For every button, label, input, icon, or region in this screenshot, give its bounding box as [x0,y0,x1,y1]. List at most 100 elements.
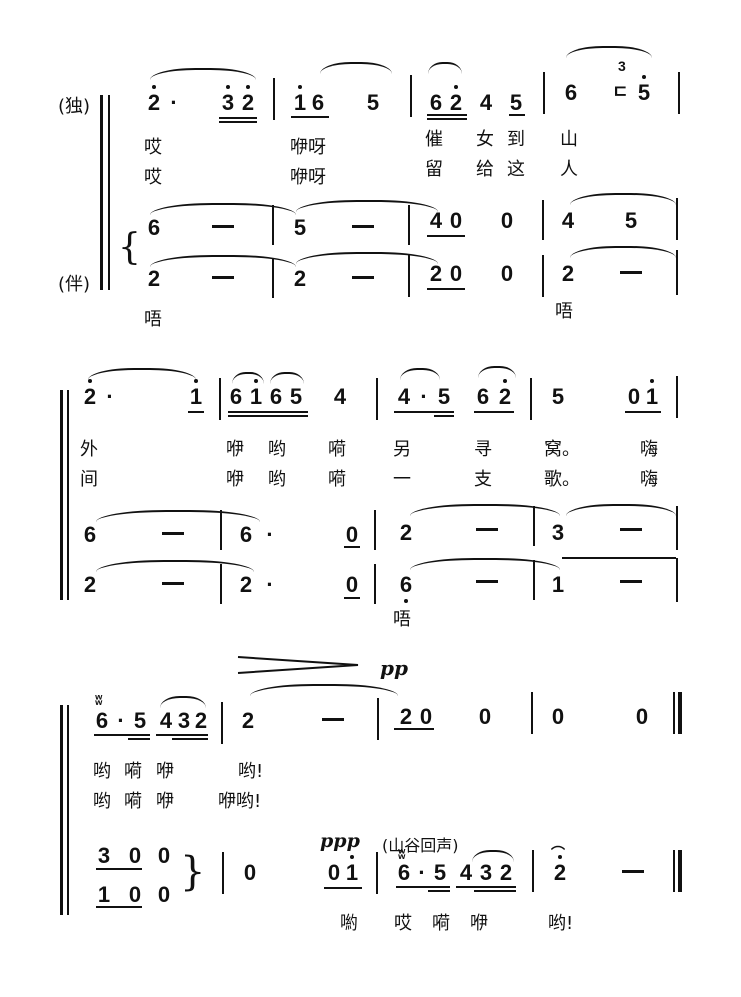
note: 0 [478,704,492,729]
underline [474,890,516,892]
final-barline [678,692,682,734]
lyric: 唔 [393,609,411,630]
underline [188,411,204,413]
closing-brace: } [180,849,206,895]
note: 2 [194,708,208,733]
note: 1 [189,379,203,409]
underline [474,411,514,413]
lyric: 咿呀 [290,167,326,188]
note: 0 [551,704,565,729]
lyric: 支 [474,469,492,490]
underline [96,868,142,870]
lyric: 哟 [268,439,286,460]
underline [344,546,360,548]
final-barline [673,692,675,734]
note: 0 [635,704,649,729]
note: 2 [83,572,97,597]
note: 2 [239,572,253,597]
underline [509,114,525,116]
lyric: 山 [560,129,578,150]
note: 5 [551,384,565,409]
barline [676,250,678,295]
note: 2 [83,379,97,409]
extension-dash [476,528,498,531]
note: 2 [499,860,513,885]
mordent-icon: ʬ [95,692,103,708]
underline [396,886,450,888]
note: 0 [157,882,171,907]
underline [94,734,150,736]
note: 0 [500,261,514,286]
dynamic-pp: pp [380,656,408,680]
extension-dash [322,718,344,721]
note: 0 [449,208,463,233]
note: 5 [637,75,651,105]
grace-slur-icon: ㄷ [612,82,629,102]
echo-label: (山谷回声) [382,836,459,855]
note: 0 [627,384,641,409]
tie [96,560,254,572]
augmentation-dot: · [117,708,125,733]
note: 0 [449,261,463,286]
barline [220,564,222,604]
lyric: 咿 [470,913,488,934]
lyric: 哎 [144,137,162,158]
tie [96,510,260,522]
augmentation-dot: · [266,522,274,547]
barline [374,564,376,604]
accompaniment-brace: { [118,227,141,268]
accompaniment-label: (伴) [58,274,91,295]
note: 4 [459,860,473,885]
barline [410,75,412,117]
underline [291,116,329,118]
lyric: 哟! [548,913,574,934]
underline [128,738,150,740]
grace-note: 3 [618,58,626,74]
tie [150,203,296,215]
note: 2 [293,266,307,291]
note: 2 [429,261,443,286]
note: 6 [239,522,253,547]
slur [160,696,206,708]
note: 4 [561,208,575,233]
lyric: 外 [80,439,98,460]
barline [377,698,379,740]
lyric: 歌。 [544,469,580,490]
lyric: 哎 [144,167,162,188]
extension-dash [620,580,642,583]
note: 6 [95,708,109,733]
lyric: 哎 [394,913,412,934]
note: 6 [399,572,413,603]
lyric: 人 [560,159,578,180]
extension-dash [620,528,642,531]
barline [374,510,376,550]
underline [156,734,208,736]
tie [410,558,560,570]
lyric: 嗬 [328,439,346,460]
underline [427,118,467,120]
extension-dash [212,276,234,279]
system-bracket [108,95,110,290]
extension-dash [162,582,184,585]
extension-dash [476,580,498,583]
note: 3 [97,843,111,868]
barline [408,255,410,297]
final-barline [678,850,682,892]
note: 2 [561,261,575,286]
barline [220,510,222,550]
augmentation-dot: · [418,860,426,885]
note: 0 [345,522,359,547]
note: 4 [333,384,347,409]
lyric: 哟 [268,469,286,490]
lyric: 咿 [226,439,244,460]
lyric: 给 [476,159,494,180]
note: 5 [133,708,147,733]
augmentation-dot: · [420,384,428,409]
augmentation-dot: · [106,384,114,409]
note: 3 [479,860,493,885]
slur [270,372,304,384]
underline [96,906,142,908]
tie [296,200,438,212]
note: 5 [624,208,638,233]
note: 2 [241,85,255,115]
